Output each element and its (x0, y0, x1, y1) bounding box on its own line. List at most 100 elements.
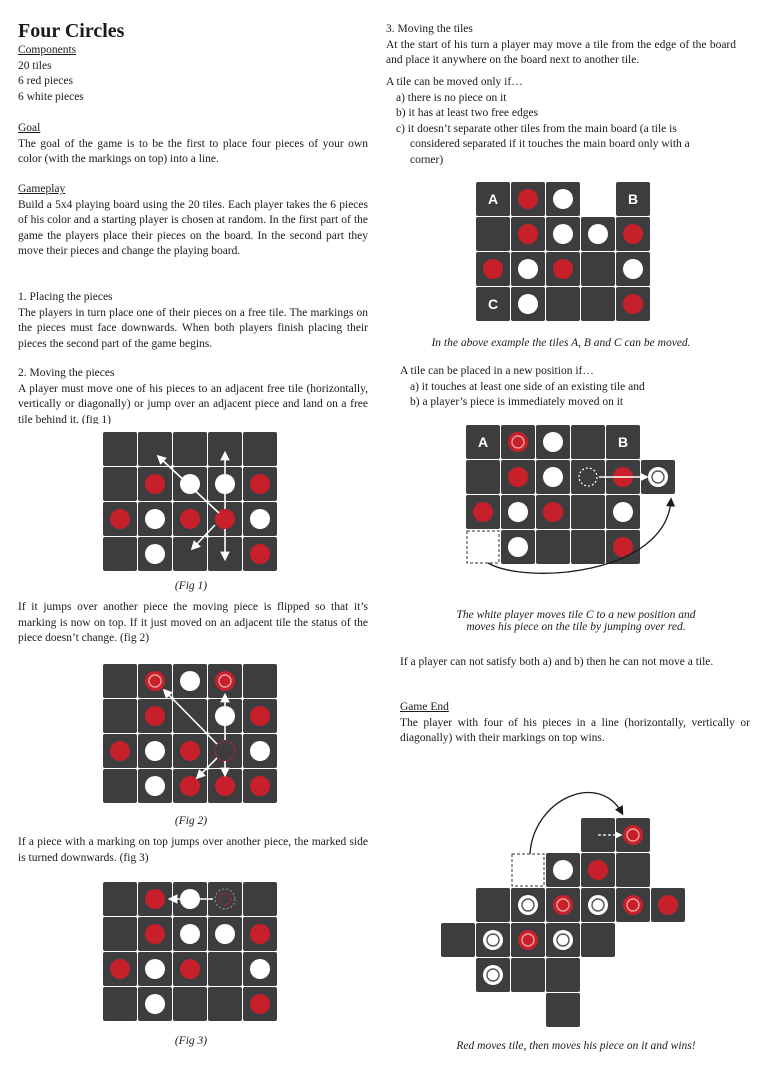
white-piece (180, 671, 200, 691)
red-piece (483, 259, 503, 279)
placing-section: 1. Placing the pieces The players in tur… (18, 290, 368, 352)
win-example-board (441, 791, 685, 1027)
tile-label-b: B (618, 434, 628, 450)
red-piece (658, 895, 678, 915)
white-piece (215, 924, 235, 944)
white-marked-piece (588, 895, 608, 915)
white-piece (588, 224, 608, 244)
white-move-caption-line: The white player moves tile C to a new p… (456, 609, 696, 621)
gameplay-section: Gameplay Build a 5x4 playing board using… (18, 182, 368, 260)
white-piece (543, 432, 563, 452)
marked-text: If a piece with a marking on top jumps o… (18, 836, 368, 864)
condition-item: corner) (410, 153, 444, 166)
moving-tiles-heading: 3. Moving the tiles (386, 23, 473, 35)
empty-spot (578, 467, 598, 487)
white-move-caption: The white player moves tile C to a new p… (386, 609, 766, 633)
white-marked-piece (648, 467, 668, 487)
moving-tiles-section: 3. Moving the tiles At the start of his … (386, 22, 736, 69)
abc-example-board: A B C (476, 182, 650, 321)
red-piece (145, 924, 165, 944)
red-piece (473, 502, 493, 522)
red-marked-piece (518, 930, 538, 950)
fig2-board (103, 664, 277, 803)
red-piece (180, 741, 200, 761)
red-piece (145, 706, 165, 726)
red-marked-piece (623, 825, 643, 845)
white-piece (180, 924, 200, 944)
white-piece (518, 294, 538, 314)
red-piece (110, 509, 130, 529)
red-piece (553, 259, 573, 279)
tile-label-a: A (488, 191, 498, 207)
gameplay-text: Build a 5x4 playing board using the 20 t… (18, 198, 368, 258)
white-marked-piece (483, 965, 503, 985)
red-piece (588, 860, 608, 880)
empty-spot (214, 740, 236, 762)
fig1-board (103, 432, 277, 571)
goal-text: The goal of the game is to be the first … (18, 137, 368, 166)
white-piece (145, 994, 165, 1014)
white-piece (518, 259, 538, 279)
white-piece (145, 509, 165, 529)
game-end-caption: Red moves tile, then moves his piece on … (456, 1040, 696, 1052)
red-piece (250, 706, 270, 726)
white-piece (145, 776, 165, 796)
abc-example-caption: In the above example the tiles A, B and … (431, 337, 691, 348)
red-piece (145, 474, 165, 494)
gameplay-heading: Gameplay (18, 183, 66, 195)
red-marked-piece (215, 671, 235, 691)
white-marked-piece (553, 930, 573, 950)
red-piece (623, 294, 643, 314)
red-marked-piece (623, 895, 643, 915)
components-item: 6 white pieces (18, 90, 84, 103)
white-piece (250, 741, 270, 761)
white-piece (145, 959, 165, 979)
white-piece (508, 537, 528, 557)
white-piece (553, 860, 573, 880)
red-piece (215, 776, 235, 796)
empty-tile-slot (511, 853, 545, 887)
moving-pieces-text: A player must move one of his pieces to … (18, 382, 368, 425)
white-piece (145, 544, 165, 564)
empty-spot (214, 888, 236, 910)
red-piece (250, 994, 270, 1014)
condition-item: b) it has at least two free edges (396, 107, 539, 119)
condition-item: c) it doesn’t separate other tiles from … (396, 122, 677, 135)
empty-tile-slot (466, 530, 500, 564)
moving-pieces-heading: 2. Moving the pieces (18, 367, 115, 379)
red-piece (508, 467, 528, 487)
goal-heading: Goal (18, 122, 41, 134)
tile-move-example-board: A B (466, 425, 676, 574)
components-item: 6 red pieces (18, 75, 73, 87)
white-piece (553, 189, 573, 209)
white-piece (613, 502, 633, 522)
moving-pieces-section: 2. Moving the pieces A player must move … (18, 366, 368, 424)
red-piece (180, 776, 200, 796)
red-piece (250, 544, 270, 564)
white-move-caption-line: moves his piece on the tile by jumping o… (466, 621, 686, 633)
red-piece (518, 189, 538, 209)
game-end-section: Game End The player with four of his pie… (400, 700, 750, 747)
red-piece (250, 924, 270, 944)
red-piece (623, 224, 643, 244)
tile-label-a: A (478, 434, 488, 450)
red-piece (180, 509, 200, 529)
placing-heading: 1. Placing the pieces (18, 291, 113, 303)
components-section: Components 20 tiles 6 red pieces 6 white… (18, 43, 368, 105)
goal-section: Goal The goal of the game is to be the f… (18, 121, 368, 168)
white-marked-piece (518, 895, 538, 915)
components-heading: Components (18, 44, 77, 56)
components-item: 20 tiles (18, 59, 52, 72)
red-marked-piece (553, 895, 573, 915)
red-piece (215, 509, 235, 529)
placed-condition-list: A tile can be placed in a new position i… (400, 364, 750, 411)
white-piece (508, 502, 528, 522)
red-piece (518, 224, 538, 244)
game-end-heading: Game End (400, 701, 449, 713)
red-piece (543, 502, 563, 522)
white-piece (145, 741, 165, 761)
condition-intro: A tile can be moved only if… (386, 76, 523, 88)
red-piece (250, 776, 270, 796)
red-piece (613, 537, 633, 557)
white-piece (543, 467, 563, 487)
